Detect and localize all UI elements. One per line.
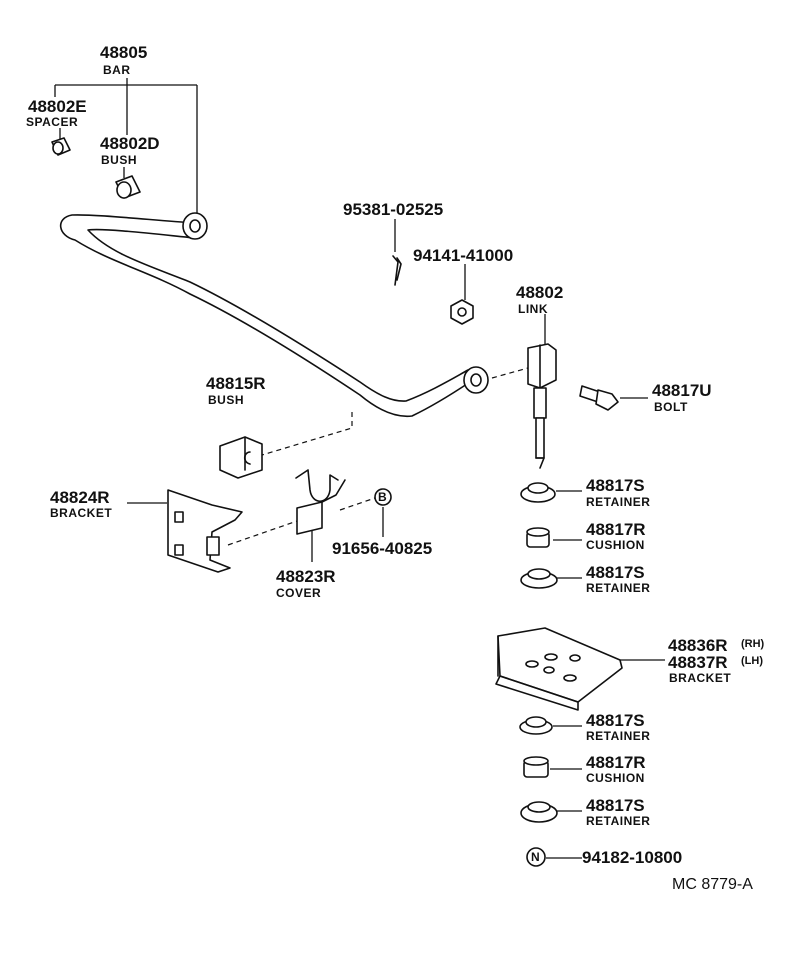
bush-d-name: BUSH: [101, 153, 137, 167]
labels: 48805 BAR 48802E SPACER 48802D BUSH 9538…: [26, 43, 765, 893]
cushion-2-name: CUSHION: [586, 771, 645, 785]
cushion-1-part: [526, 527, 550, 548]
retainer-4-part: [520, 801, 558, 823]
bracket-lh-number: 48837R: [668, 653, 728, 672]
spacer-part: [51, 137, 71, 156]
leader-lines: [54, 78, 665, 859]
retainer-2-part: [520, 568, 558, 589]
retainer-3-part: [519, 716, 553, 735]
bracket-lh-name: BRACKET: [669, 671, 731, 685]
link-part: [527, 343, 557, 469]
cushion-1-name: CUSHION: [586, 538, 645, 552]
cover-name: COVER: [276, 586, 321, 600]
bush-r-part: [219, 436, 263, 479]
bracket-plate-part: [495, 627, 623, 711]
bracket-r-name: BRACKET: [50, 506, 112, 520]
cotter-pin: [392, 255, 402, 286]
bracket-r-number: 48824R: [50, 488, 110, 507]
link-number: 48802: [516, 283, 563, 302]
spacer-name: SPACER: [26, 115, 78, 129]
nut-number: 94141-41000: [413, 246, 513, 265]
cushion-2-number: 48817R: [586, 753, 646, 772]
bolt-u-number: 48817U: [652, 381, 712, 400]
cotter-pin-number: 95381-02525: [343, 200, 443, 219]
bar-name: BAR: [103, 63, 131, 77]
assembly-dashed-lines: [227, 367, 529, 546]
retainer-2-name: RETAINER: [586, 581, 650, 595]
bush-r-number: 48815R: [206, 374, 266, 393]
bracket-rh-number: 48836R: [668, 636, 728, 655]
nut-part: [450, 299, 474, 325]
retainer-4-number: 48817S: [586, 796, 645, 815]
b-symbol-circle: [374, 488, 392, 506]
retainer-1-part: [520, 482, 556, 503]
retainer-2-number: 48817S: [586, 563, 645, 582]
cover-number: 48823R: [276, 567, 336, 586]
bush-d-part: [115, 175, 141, 199]
bracket-r-part: [167, 489, 243, 573]
retainer-1-name: RETAINER: [586, 495, 650, 509]
bolt-u-name: BOLT: [654, 400, 688, 414]
retainer-3-name: RETAINER: [586, 729, 650, 743]
stabilizer-bar: [59, 212, 489, 418]
link-name: LINK: [518, 302, 548, 316]
bush-r-name: BUSH: [208, 393, 244, 407]
bush-d-number: 48802D: [100, 134, 160, 153]
bracket-rh-side: (RH): [741, 638, 765, 650]
bolt-u-part: [579, 385, 619, 411]
cover-part: [295, 469, 346, 535]
diagram-code: MC 8779-A: [672, 876, 753, 893]
bolt-b-number: 91656-40825: [332, 539, 432, 558]
spacer-number: 48802E: [28, 97, 87, 116]
cushion-1-number: 48817R: [586, 520, 646, 539]
b-symbol-letter: B: [378, 490, 387, 504]
retainer-4-name: RETAINER: [586, 814, 650, 828]
bracket-lh-side: (LH): [741, 655, 763, 667]
nut-n-number: 94182-10800: [582, 848, 682, 867]
bar-number: 48805: [100, 43, 147, 62]
n-symbol-letter: N: [531, 850, 540, 864]
cushion-2-part: [523, 756, 549, 778]
retainer-1-number: 48817S: [586, 476, 645, 495]
n-symbol-circle: [526, 847, 546, 867]
retainer-3-number: 48817S: [586, 711, 645, 730]
